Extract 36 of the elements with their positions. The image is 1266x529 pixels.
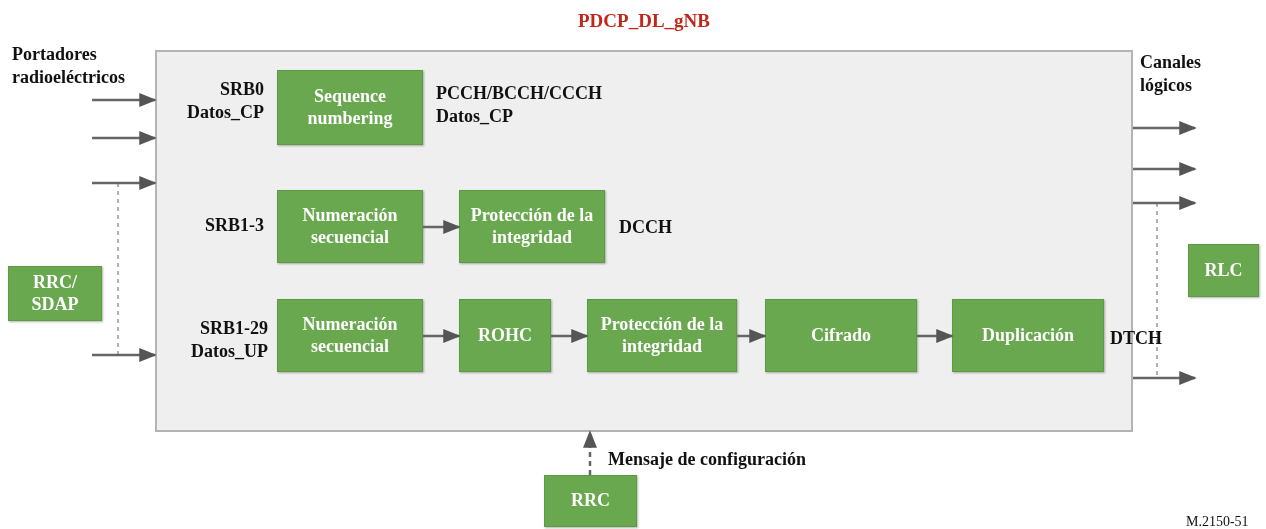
text-label: DTCH: [1110, 327, 1163, 350]
text-label: SRB1-29 Datos_UP: [190, 317, 268, 362]
arrow: [1133, 371, 1197, 385]
arrow: [92, 131, 157, 145]
arrow: [1133, 196, 1197, 210]
arrow: [1133, 162, 1197, 176]
arrow: [583, 430, 597, 475]
process-box: RLC: [1188, 244, 1259, 297]
process-box: Numeración secuencial: [277, 190, 423, 263]
process-box: RRC: [544, 475, 637, 527]
arrow: [92, 93, 157, 107]
text-label: SRB0 Datos_CP: [186, 78, 264, 123]
arrow: [917, 329, 954, 343]
arrow: [423, 220, 461, 234]
text-label: PCCH/BCCH/CCCH Datos_CP: [436, 82, 603, 127]
text-label: Canales lógicos: [1140, 51, 1202, 96]
process-box: Sequence numbering: [277, 70, 423, 145]
process-box: Protección de la integridad: [587, 299, 737, 372]
process-box: Numeración secuencial: [277, 299, 423, 372]
process-box: ROHC: [459, 299, 551, 372]
arrow: [1133, 121, 1197, 135]
arrow: [737, 329, 767, 343]
process-box: RRC/ SDAP: [8, 266, 102, 321]
arrow: [423, 329, 461, 343]
module-title: PDCP_DL_gNB: [577, 10, 711, 32]
edge-label: Mensaje de configuración: [608, 449, 806, 470]
text-label: Portadores radioeléctricos: [12, 43, 126, 88]
process-box: Cifrado: [765, 299, 917, 372]
arrow: [92, 176, 157, 190]
text-label: SRB1-3: [204, 214, 264, 237]
text-label: DCCH: [619, 216, 673, 239]
process-box: Duplicación: [952, 299, 1104, 372]
process-box: Protección de la integridad: [459, 190, 605, 263]
arrow: [551, 329, 589, 343]
arrow: [92, 348, 157, 362]
figure-number: M.2150-51: [1186, 513, 1250, 529]
